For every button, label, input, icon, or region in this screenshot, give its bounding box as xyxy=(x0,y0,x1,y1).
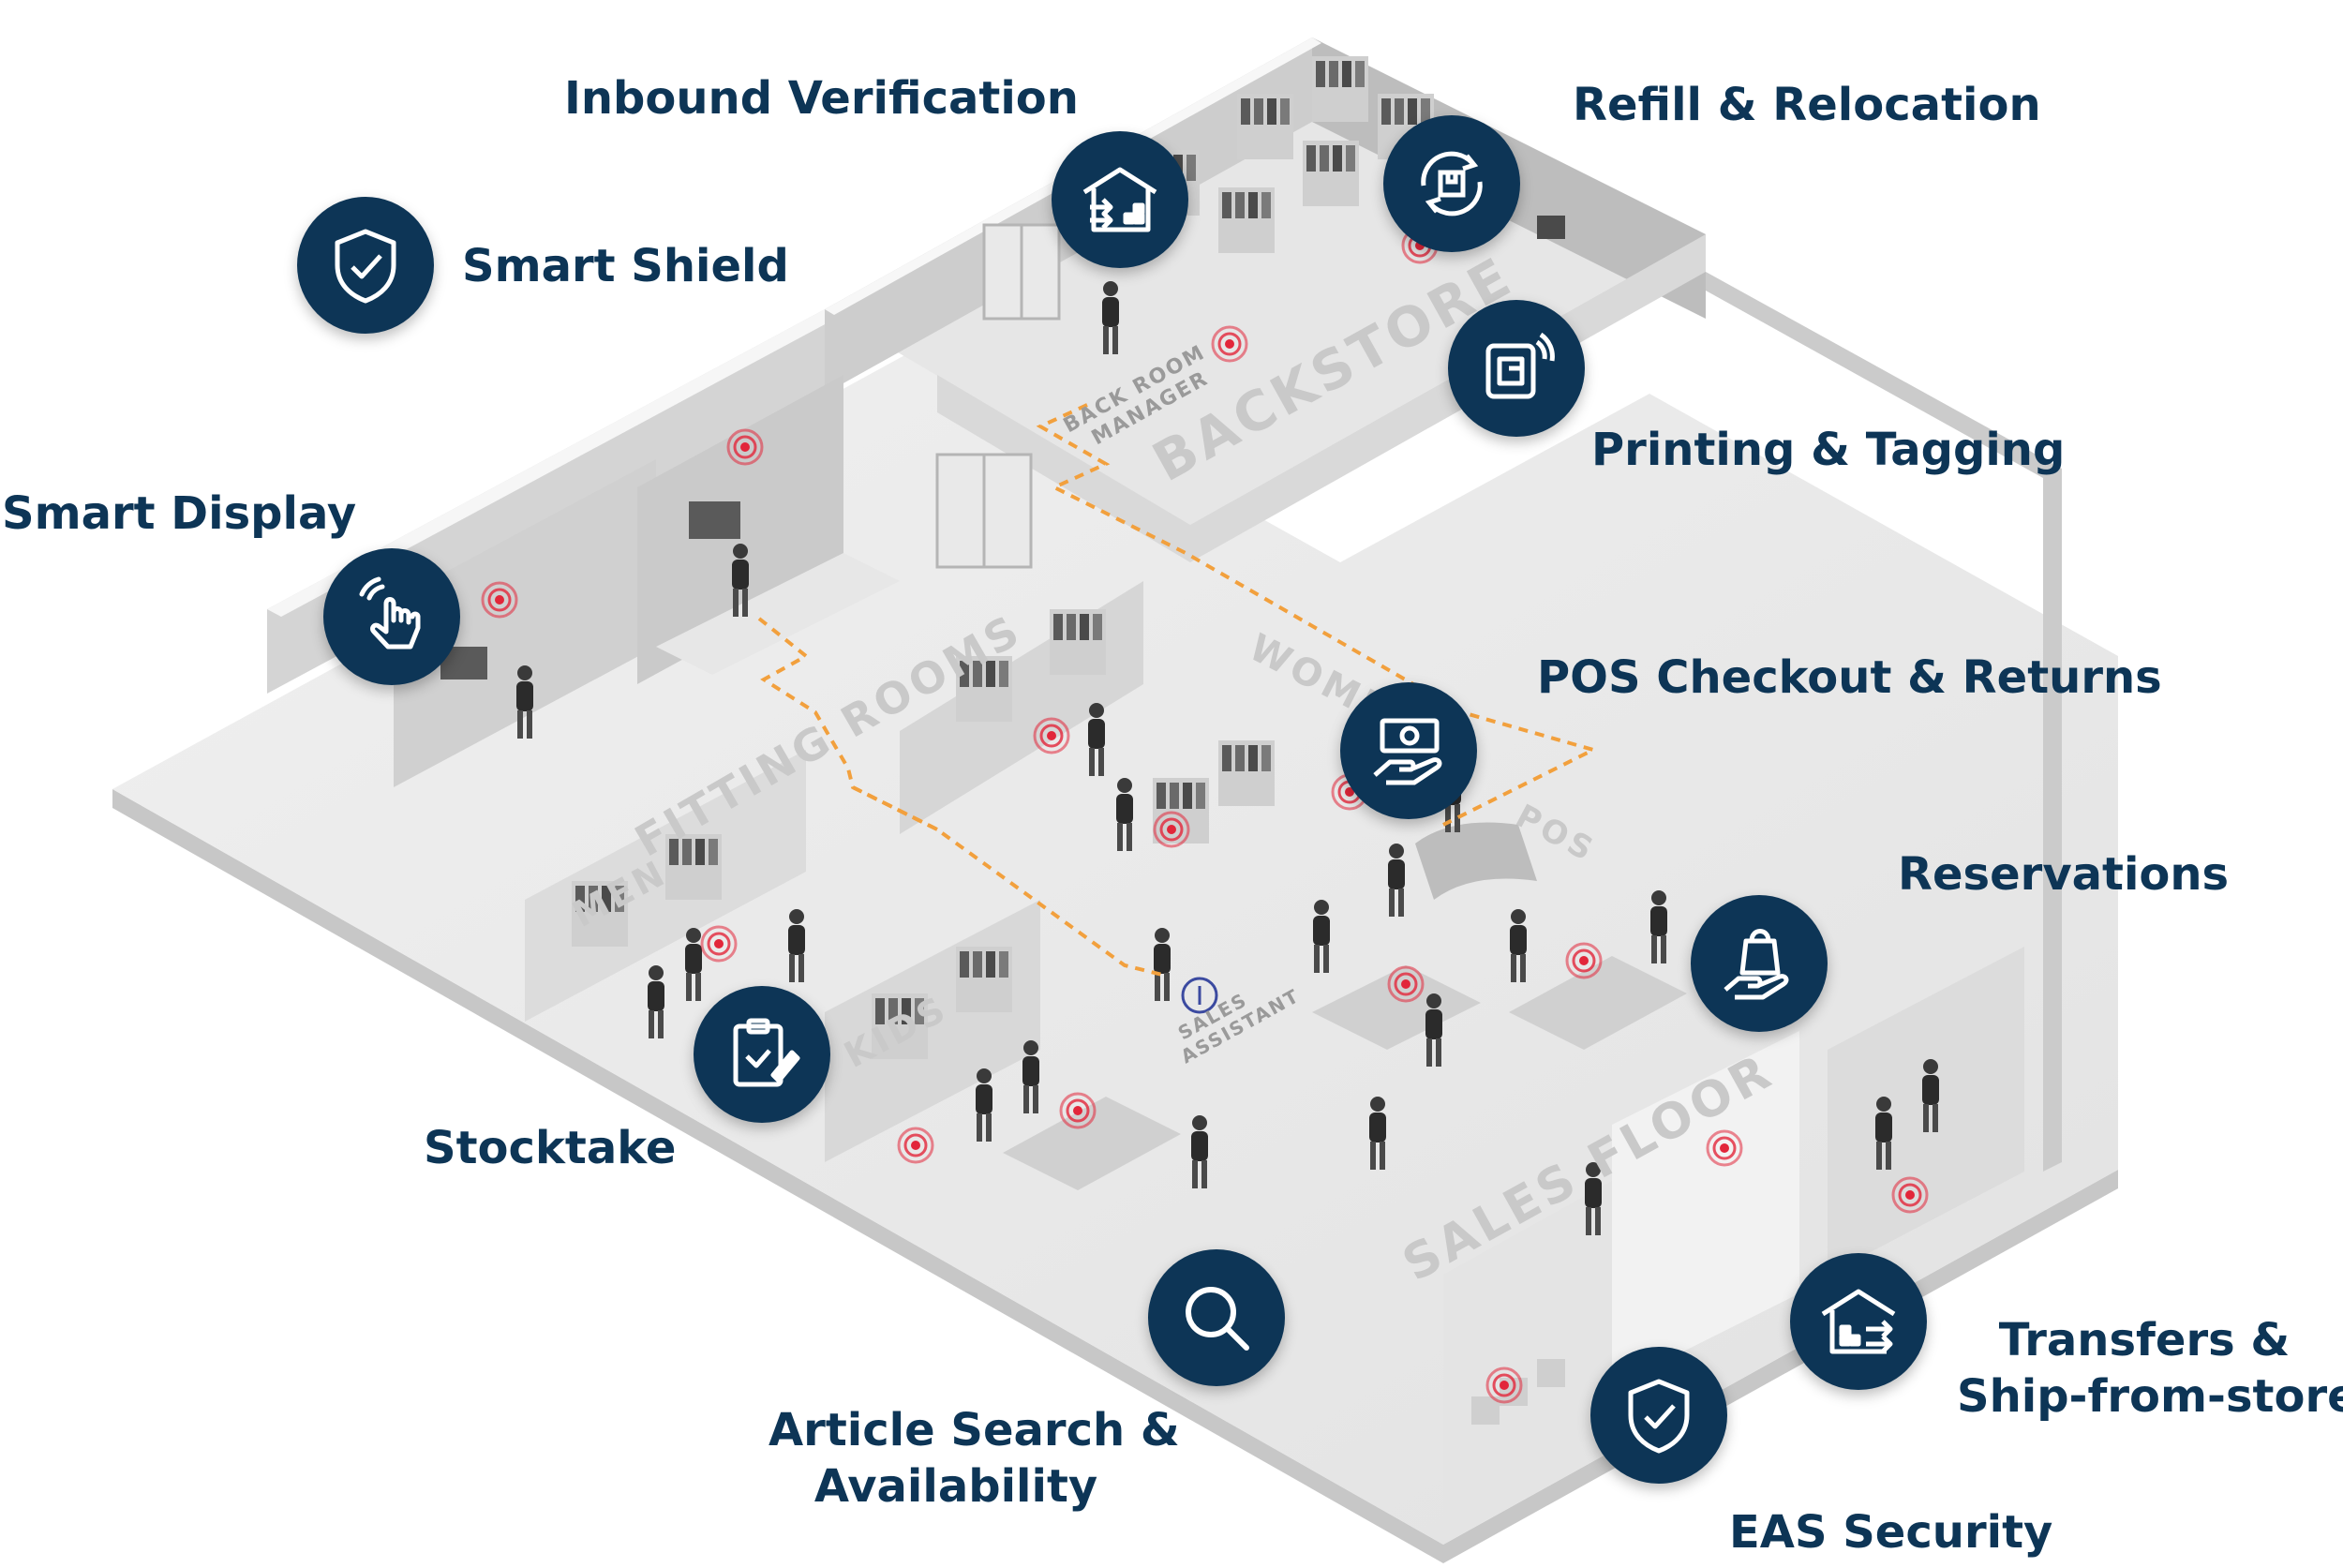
article-search-label: Article Search & Availability xyxy=(769,1402,1180,1515)
eas-security-badge xyxy=(1590,1347,1727,1484)
doors xyxy=(935,223,1061,569)
pos-checkout-label: POS Checkout & Returns xyxy=(1537,651,2162,704)
cash-hand-icon xyxy=(1373,718,1442,785)
stocktake-label: Stocktake xyxy=(424,1122,677,1174)
item-flow-paths xyxy=(757,403,1599,977)
reservations-label: Reservations xyxy=(1898,848,2230,901)
eas-security-label: EAS Security xyxy=(1729,1506,2053,1559)
transfers-label-line2: Ship-from-store xyxy=(1957,1370,2343,1423)
article-search-label-line1: Article Search & xyxy=(769,1404,1180,1456)
article-search-badge xyxy=(1148,1249,1285,1386)
warehouse-outbound-icon xyxy=(1821,1289,1896,1354)
magnifier-icon xyxy=(1186,1287,1249,1351)
refill-cycle-icon xyxy=(1421,151,1483,217)
refill-relocation-badge xyxy=(1383,115,1520,252)
rfid-tag-icon xyxy=(1485,332,1555,399)
smart-shield-label: Smart Shield xyxy=(462,240,789,292)
smart-shield-badge xyxy=(297,197,434,334)
shield-check-icon xyxy=(1628,1379,1690,1454)
shopping-bag-hand-icon xyxy=(1724,929,1789,1000)
transfers-label-line1: Transfers & xyxy=(1998,1314,2291,1366)
smart-display-badge xyxy=(323,548,460,685)
sales-assistant-marker xyxy=(1181,977,1218,1014)
smart-display-label: Smart Display xyxy=(2,487,357,540)
inbound-verification-badge xyxy=(1052,131,1188,268)
touch-hand-icon xyxy=(359,576,421,650)
stocktake-badge xyxy=(694,986,830,1123)
refill-relocation-label: Refill & Relocation xyxy=(1573,79,2041,131)
reservations-badge xyxy=(1691,895,1828,1032)
pos-checkout-badge xyxy=(1340,682,1477,819)
printing-tagging-label: Printing & Tagging xyxy=(1591,424,2066,476)
printing-tagging-badge xyxy=(1448,300,1585,437)
warehouse-inbound-icon xyxy=(1082,167,1157,232)
article-search-label-line2: Availability xyxy=(813,1460,1098,1513)
shield-check-icon xyxy=(335,229,396,304)
transfers-label: Transfers & Ship-from-store xyxy=(1957,1312,2343,1425)
shelving xyxy=(440,56,1687,1425)
inbound-verification-label: Inbound Verification xyxy=(564,72,1079,125)
transfers-badge xyxy=(1790,1253,1927,1390)
clipboard-check-icon xyxy=(733,1018,800,1087)
